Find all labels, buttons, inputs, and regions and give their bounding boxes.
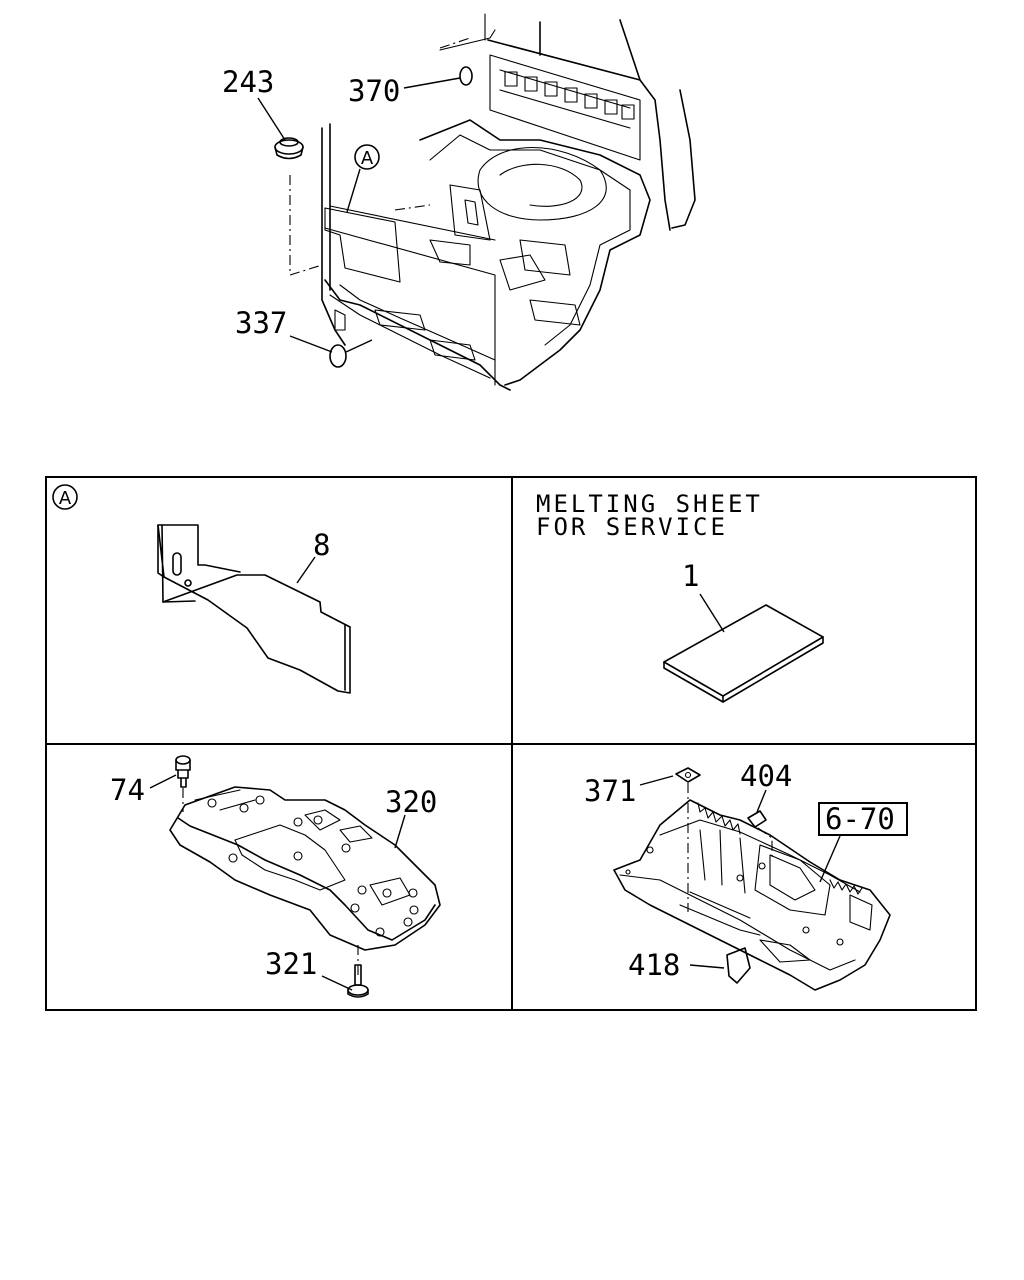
panel-melting-sheet: MELTING SHEET FOR SERVICE 1	[536, 490, 824, 703]
plug-370[interactable]	[459, 66, 473, 86]
panel-a: A 8	[52, 484, 351, 694]
reference-6-70: 6-70	[825, 802, 895, 836]
service-note-line2: FOR SERVICE	[536, 513, 728, 541]
bolt-321[interactable]	[347, 964, 369, 998]
callout-243: 243	[222, 65, 274, 99]
melting-sheet-1[interactable]	[663, 604, 824, 703]
detail-marker-a-panel: A	[52, 484, 78, 510]
callout-370: 370	[348, 74, 400, 108]
callout-321: 321	[265, 947, 317, 981]
panel-floor-cover: 74 320	[110, 755, 441, 998]
pad-371[interactable]	[675, 767, 701, 783]
callout-320: 320	[385, 785, 437, 819]
callout-371: 371	[584, 774, 636, 808]
callout-418: 418	[628, 948, 680, 982]
insulator-8[interactable]	[157, 524, 351, 694]
callout-337: 337	[235, 306, 287, 340]
plug-337[interactable]	[329, 344, 347, 368]
floor-cover-320[interactable]	[169, 786, 441, 951]
detail-marker-label: A	[59, 488, 72, 509]
floor-pan-assembly	[613, 799, 891, 991]
detail-marker-a-top: A	[346, 144, 380, 213]
detail-marker-label: A	[361, 148, 374, 169]
insulator-418[interactable]	[726, 947, 751, 984]
callout-1: 1	[682, 559, 699, 593]
callout-74: 74	[110, 773, 145, 807]
grommet-243[interactable]	[274, 137, 304, 160]
callout-8: 8	[313, 528, 330, 562]
cab-floor-assembly	[289, 13, 696, 391]
ref-6-70-box[interactable]: 6-70	[818, 802, 908, 836]
service-note-line1: MELTING SHEET	[536, 490, 763, 518]
insulator-404[interactable]	[747, 810, 767, 828]
bolt-74[interactable]	[175, 755, 191, 788]
detail-grid	[45, 476, 977, 1011]
panel-floor-pan: 371 404 6-70	[584, 759, 908, 991]
callout-404: 404	[740, 759, 792, 793]
